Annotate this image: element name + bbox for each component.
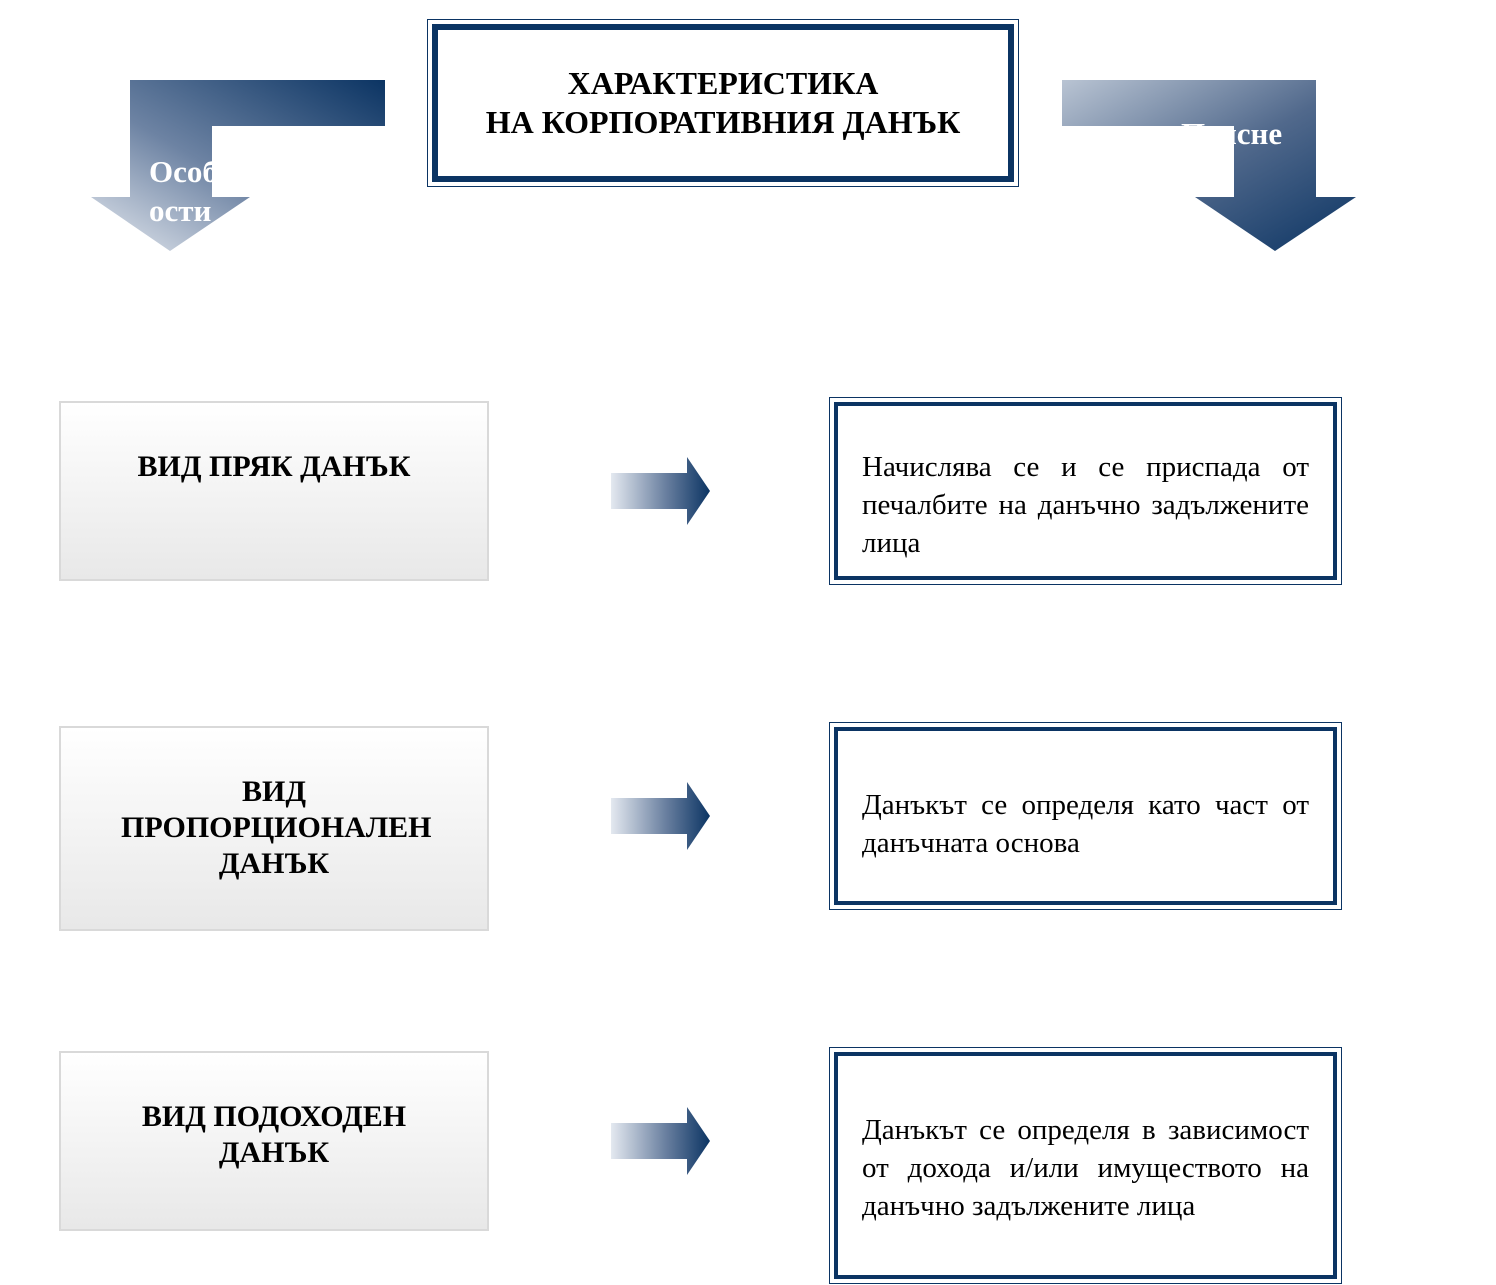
right-arrow-label-line1: Поясне — [1181, 116, 1283, 151]
right-arrow-label-line2: я — [1211, 155, 1228, 190]
description-box-income-tax: Данъкът се определя в зависимост от дохо… — [829, 1047, 1342, 1284]
diagram-title-line1: ХАРАКТЕРИСТИКА — [567, 65, 879, 101]
left-arrow-label-line2: ости — [149, 193, 212, 228]
description-box-proportional-tax: Данъкът се определя като част от данъчна… — [829, 722, 1342, 910]
diagram-title: ХАРАКТЕРИСТИКА НА КОРПОРАТИВНИЯ ДАНЪК — [432, 24, 1014, 182]
description-text: Данъкът се определя в зависимост от дохо… — [862, 1114, 1309, 1222]
row2-arrow — [611, 782, 710, 850]
description-text: Данъкът се определя като част от данъчна… — [862, 789, 1309, 859]
type-box-label: ВИД ПРЯК ДАНЪК — [137, 450, 411, 483]
row1-arrow — [611, 457, 710, 525]
left-bent-arrow — [91, 80, 385, 251]
diagram-title-box: ХАРАКТЕРИСТИКА НА КОРПОРАТИВНИЯ ДАНЪК — [427, 19, 1019, 187]
description-box-direct-tax: Начислява се и се приспада от печалбите … — [829, 397, 1342, 585]
left-arrow-label: Особ ости — [149, 152, 221, 230]
type-box-income-tax: ВИД ПОДОХОДЕН ДАНЪК — [59, 1051, 489, 1231]
description-text: Начислява се и се приспада от печалбите … — [862, 451, 1309, 559]
type-box-label: ВИД ПОДОХОДЕН ДАНЪК — [141, 1100, 407, 1169]
right-arrow-label: Поясне я — [1181, 114, 1291, 192]
diagram-title-line2: НА КОРПОРАТИВНИЯ ДАНЪК — [485, 104, 961, 140]
right-bent-arrow — [1062, 80, 1356, 251]
type-box-proportional-tax: ВИД ПРОПОРЦИОНАЛЕН ДАНЪК — [59, 726, 489, 931]
type-box-label: ВИД ПРОПОРЦИОНАЛЕН ДАНЪК — [121, 775, 432, 880]
type-box-direct-tax: ВИД ПРЯК ДАНЪК — [59, 401, 489, 581]
left-arrow-label-line1: Особ — [149, 154, 218, 189]
row3-arrow — [611, 1107, 710, 1175]
